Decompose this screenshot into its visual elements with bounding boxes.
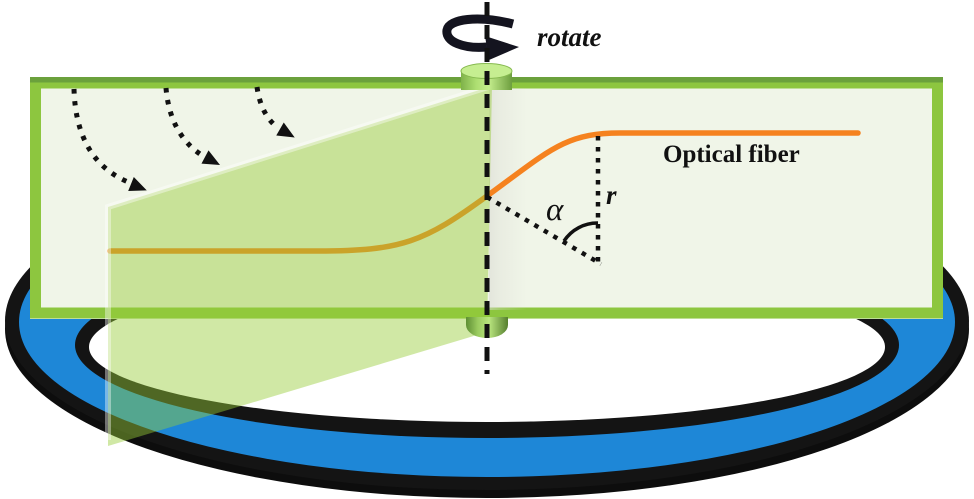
rotate-arrow-ribbon	[442, 14, 515, 52]
rotate-arrow-head	[485, 36, 519, 60]
shaft-shadow	[489, 88, 527, 310]
dotted-curved-arrow-icon	[71, 88, 129, 185]
angle-annotation	[485, 136, 603, 266]
arrow-head-icon	[276, 122, 295, 138]
alpha-angle-arc	[562, 221, 599, 243]
rotate-swoosh-arrow-icon	[442, 14, 519, 60]
dotted-curved-arrow-icon	[163, 87, 205, 159]
rotate-label: rotate	[537, 22, 602, 52]
sweep-plane-edge-highlight	[105, 84, 489, 440]
arrow-head-icon	[128, 177, 147, 191]
alpha-dotted-line	[485, 195, 603, 266]
sweep-plane	[105, 84, 492, 446]
optical-fiber-label: Optical fiber	[663, 141, 800, 168]
radius-label: r	[606, 180, 617, 210]
dotted-curved-arrow-icon	[254, 86, 280, 130]
sweep-plane-surface	[108, 86, 492, 446]
sweep-arrow-heads	[128, 122, 295, 191]
arrow-head-icon	[201, 150, 221, 165]
sweep-direction-arrows	[71, 86, 280, 185]
alpha-label: α	[546, 192, 564, 228]
